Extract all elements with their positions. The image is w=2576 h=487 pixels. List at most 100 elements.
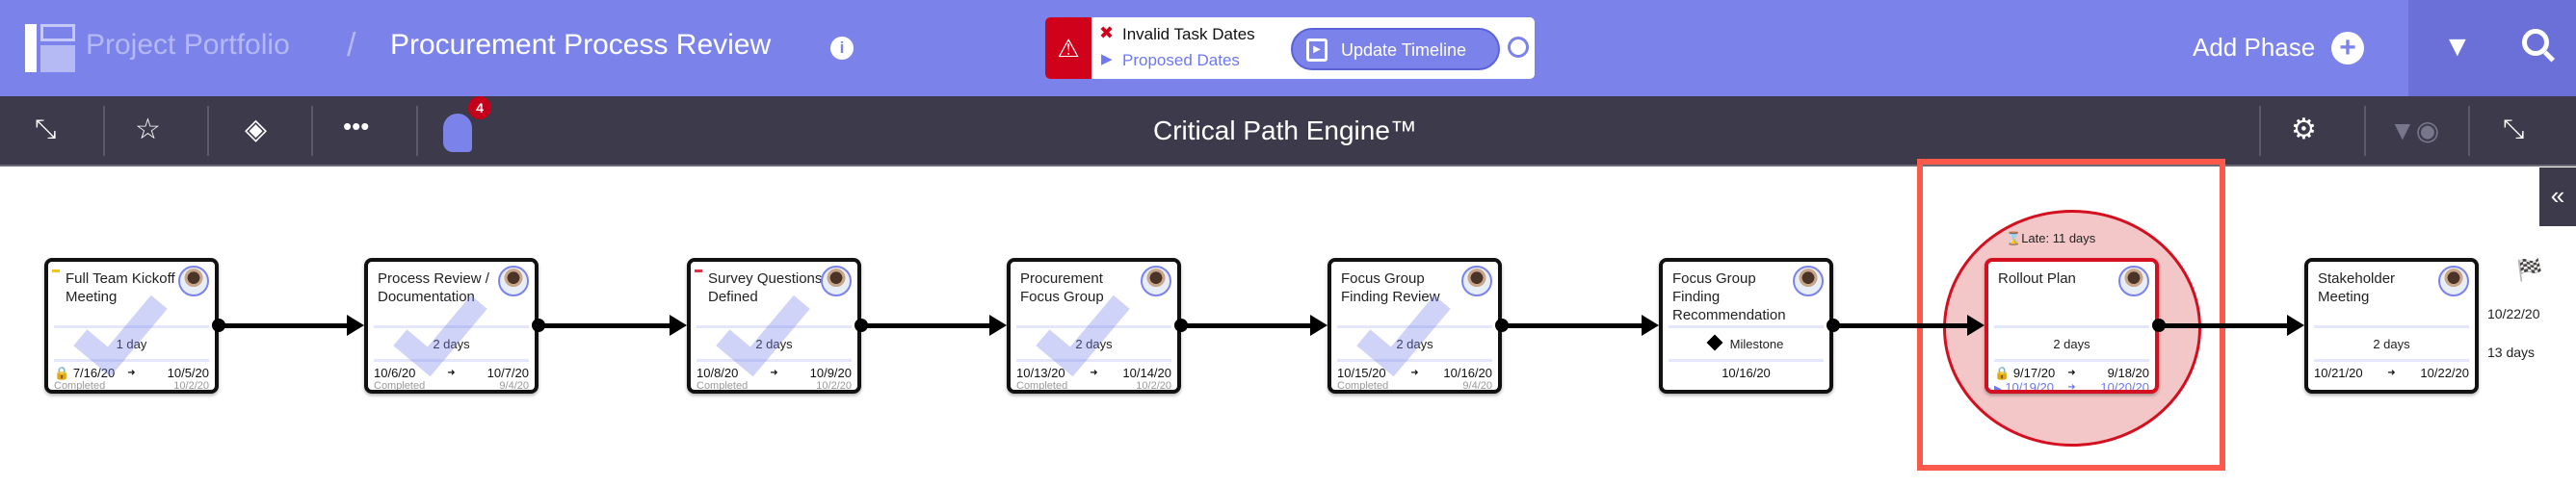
divider — [1669, 325, 1824, 328]
critical-path-toggle-icon[interactable]: ⤡ — [2503, 114, 2525, 143]
duration: 2 days — [2373, 337, 2410, 351]
completed-date: 10/2/20 — [816, 380, 852, 392]
gear-icon[interactable]: ⚙ — [2291, 114, 2317, 145]
task-title: Procurement Focus Group — [1020, 270, 1104, 305]
task-node[interactable]: Focus Group Finding Review 2 days 10/15/20… — [1327, 258, 1502, 394]
toolbar-divider — [311, 106, 313, 156]
lock-icon: 🔒 — [1994, 366, 2011, 380]
divider — [374, 325, 529, 328]
eye-icon[interactable] — [1508, 37, 1529, 58]
task-title: Focus Group Finding Review — [1341, 270, 1440, 305]
task-title: Rollout Plan — [1998, 270, 2076, 287]
completed-date: 9/4/20 — [1462, 380, 1492, 392]
completed-date: 9/4/20 — [499, 380, 529, 392]
toolbar-divider — [103, 106, 105, 156]
assignee-avatar[interactable] — [2438, 266, 2469, 296]
add-phase-plus-icon[interactable]: + — [2331, 32, 2364, 64]
collapse-panel-button[interactable]: « — [2539, 167, 2576, 226]
filter-icon[interactable]: ▼ — [2443, 31, 2472, 63]
start-date: 10/13/20 — [1016, 366, 1065, 380]
start-date: 10/21/20 — [2314, 366, 2363, 380]
divider — [54, 359, 209, 362]
milestone-text: Milestone — [1729, 337, 1784, 351]
completed-date: 10/2/20 — [173, 380, 209, 392]
arrow-icon: ➜ — [2067, 382, 2076, 393]
proposed-start: ▶ 10/19/20 — [1994, 380, 2054, 394]
start-date: 10/6/20 — [374, 366, 415, 380]
update-timeline-button[interactable]: ▶ Update Timeline — [1291, 28, 1500, 70]
milestone-label: Milestone — [1663, 334, 1829, 351]
toolbar-divider — [416, 106, 418, 156]
divider — [1669, 359, 1824, 362]
resources-icon[interactable] — [443, 114, 472, 152]
divider — [1016, 325, 1171, 328]
filter-eye-icon[interactable]: ▼◉ — [2389, 115, 2440, 145]
connector-arrowhead — [670, 315, 687, 336]
duration: 2 days — [1075, 337, 1113, 351]
assignee-avatar[interactable] — [1141, 266, 1171, 296]
toolbar — [0, 96, 2576, 167]
connector-arrowhead — [989, 315, 1007, 336]
late-label: ⌛Late: 11 days — [2006, 231, 2095, 246]
connector-arrowhead — [2287, 315, 2304, 336]
duration: 2 days — [1396, 337, 1433, 351]
arrow-icon: ➜ — [127, 368, 136, 378]
status: Completed — [1337, 380, 1389, 392]
assignee-avatar[interactable] — [498, 266, 529, 296]
assignee-avatar[interactable] — [1461, 266, 1492, 296]
assignee-avatar[interactable] — [821, 266, 852, 296]
search-icon[interactable] — [2522, 29, 2549, 56]
more-icon[interactable]: ••• — [343, 112, 370, 141]
assignee-avatar[interactable] — [2118, 266, 2149, 296]
start-date-text: 9/17/20 — [2012, 366, 2056, 380]
add-phase-label[interactable]: Add Phase — [2193, 33, 2316, 62]
end-date: 10/22/20 — [2420, 366, 2469, 380]
assignee-avatar[interactable] — [178, 266, 209, 296]
divider — [1337, 359, 1492, 362]
breadcrumb-portfolio[interactable]: Project Portfolio — [86, 29, 290, 61]
dependency-connector — [861, 323, 991, 328]
start-date: 10/15/20 — [1337, 366, 1386, 380]
assignee-avatar[interactable] — [1793, 266, 1824, 296]
toolbar-divider — [2364, 106, 2366, 156]
end-date: 10/9/20 — [809, 366, 852, 380]
star-icon[interactable]: ☆ — [135, 114, 161, 145]
layers-icon[interactable]: ◈ — [245, 114, 268, 145]
update-timeline-label: Update Timeline — [1341, 40, 1467, 60]
total-duration: 13 days — [2487, 345, 2536, 360]
end-date: 10/7/20 — [486, 366, 529, 380]
arrow-icon: ➜ — [447, 368, 456, 378]
dependency-connector — [539, 323, 671, 328]
toolbar-divider — [2468, 106, 2470, 156]
arrow-icon: ➜ — [770, 368, 778, 378]
app-logo[interactable] — [25, 24, 75, 72]
status: Completed — [54, 380, 106, 392]
connector-arrowhead — [1967, 315, 1985, 336]
proposed-start-text: 10/19/20 — [2005, 380, 2054, 394]
info-icon[interactable]: i — [830, 37, 854, 60]
calendar-play-icon: ▶ — [1306, 38, 1327, 62]
priority-marker — [52, 269, 60, 272]
duration: 2 days — [433, 337, 470, 351]
task-title: Survey Questions Defined — [708, 270, 823, 305]
divider — [697, 359, 852, 362]
divider — [2314, 325, 2469, 328]
priority-marker — [695, 269, 702, 272]
diamond-icon — [1706, 334, 1723, 351]
divider — [697, 325, 852, 328]
critical-path-icon[interactable]: ⤡ — [35, 114, 57, 143]
finish-flag-icon: 🏁 — [2516, 258, 2543, 282]
end-date: 10/16/20 — [1443, 366, 1492, 380]
duration: 2 days — [755, 337, 793, 351]
arrow-icon: ➜ — [2067, 368, 2076, 378]
divider — [1016, 359, 1171, 362]
dependency-connector — [2159, 323, 2289, 328]
connector-arrowhead — [1310, 315, 1327, 336]
